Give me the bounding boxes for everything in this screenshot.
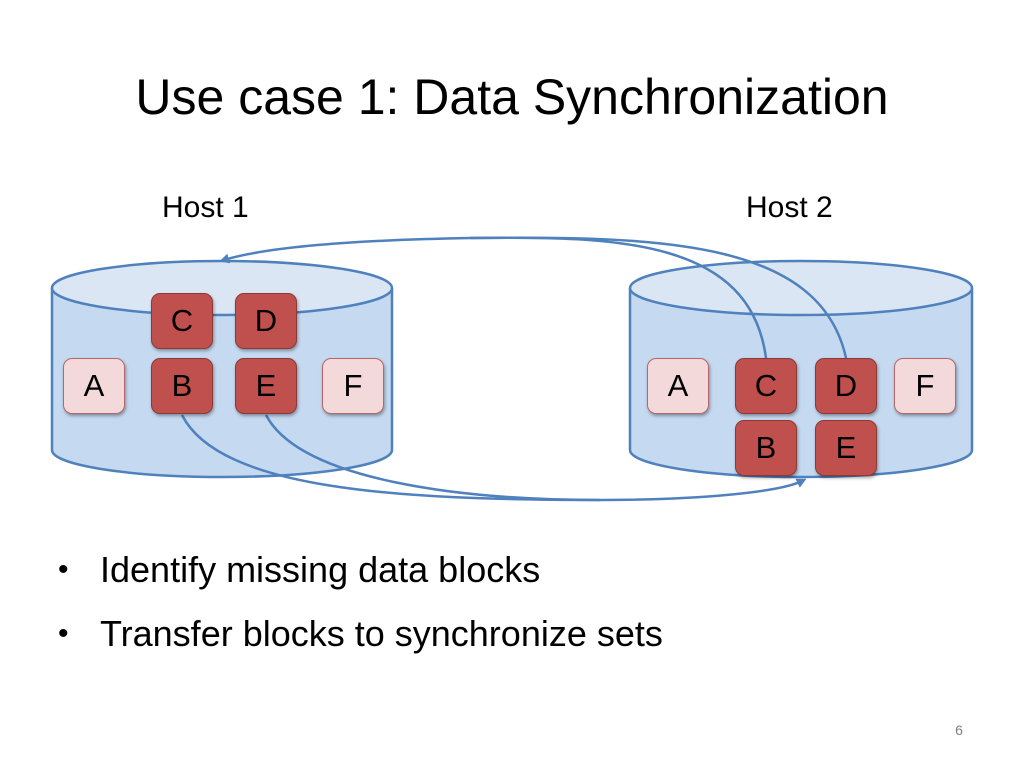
- bullet-dot-icon: •: [58, 553, 69, 586]
- bullet-list: • Identify missing data blocks • Transfer …: [58, 538, 663, 666]
- bullet-text: Identify missing data blocks: [100, 549, 541, 590]
- host-2-block: C: [735, 358, 797, 414]
- host-1-label: Host 1: [162, 191, 249, 224]
- host-1-block: C: [151, 293, 213, 349]
- transfer-arrow-d-to-host1: [469, 236, 848, 359]
- host-1-block: A: [63, 358, 125, 414]
- bullet-dot-icon: •: [58, 617, 69, 650]
- host-2-block: A: [647, 358, 709, 414]
- host-2-block: F: [894, 358, 956, 414]
- bullet-item: • Identify missing data blocks: [58, 538, 663, 602]
- host-1-block: B: [151, 358, 213, 414]
- host-1-block: F: [322, 358, 384, 414]
- slide-title: Use case 1: Data Synchronization: [135, 69, 889, 125]
- bullet-text: Transfer blocks to synchronize sets: [100, 613, 663, 654]
- slide-number: 6: [955, 722, 963, 738]
- host-1-cylinder: [50, 259, 394, 479]
- host-1-block: E: [235, 358, 297, 414]
- bullet-item: • Transfer blocks to synchronize sets: [58, 602, 663, 666]
- host-1-block: D: [235, 293, 297, 349]
- host-2-block: D: [815, 358, 877, 414]
- transfer-arrow-e-to-host2: [264, 414, 601, 502]
- host-2-label: Host 2: [746, 191, 833, 224]
- host-2-block: E: [815, 420, 877, 476]
- host-2-block: B: [735, 420, 797, 476]
